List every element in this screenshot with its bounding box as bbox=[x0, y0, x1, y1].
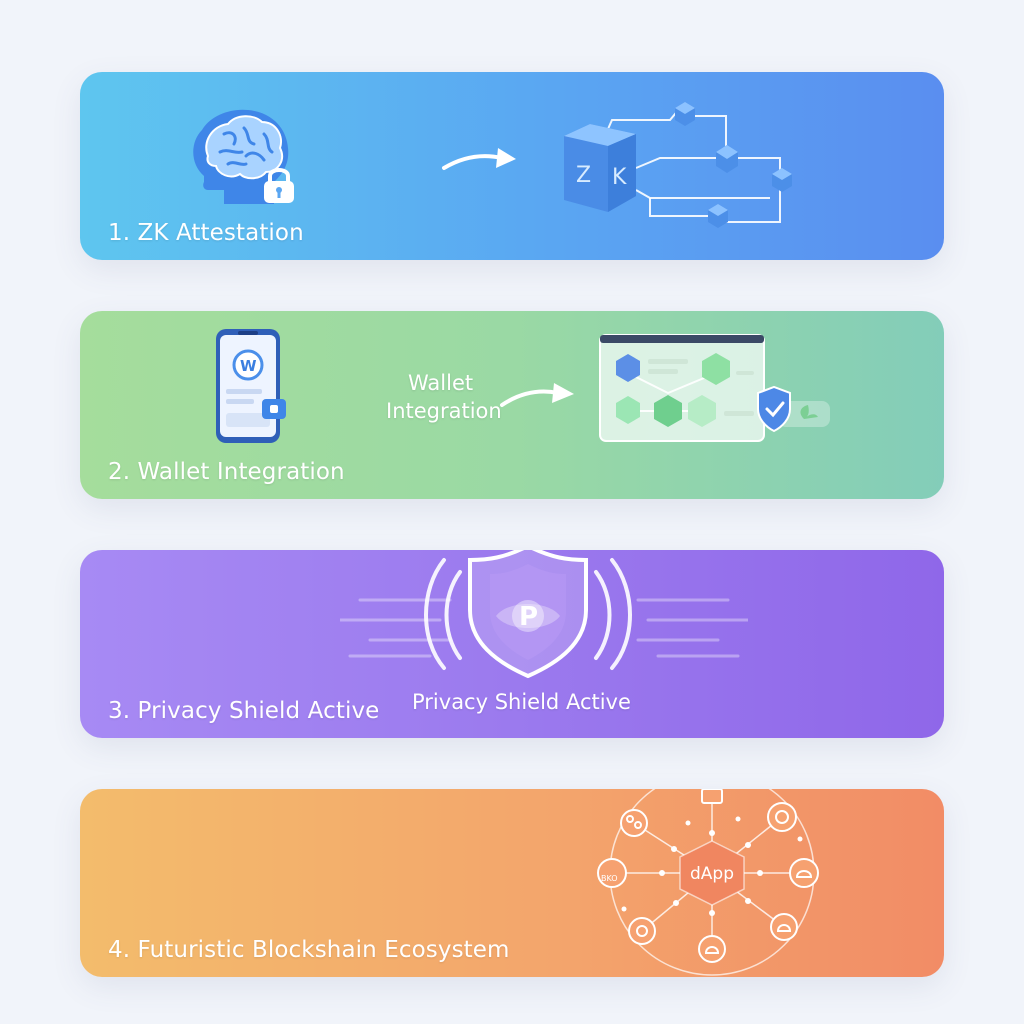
step-label: 1. ZK Attestation bbox=[108, 220, 304, 246]
brain-icon bbox=[193, 109, 289, 204]
motion-lines bbox=[636, 598, 748, 658]
shield-icon bbox=[757, 385, 791, 433]
cube-letter-z: Z bbox=[576, 163, 591, 188]
shield-letter: P bbox=[519, 602, 538, 632]
wallet-flow-label: Wallet Integration bbox=[386, 371, 502, 423]
step-card-blockchain-ecosystem: BKO dApp 4. Futuristic Blockshain Ecosys… bbox=[80, 789, 944, 977]
dashboard-icon bbox=[599, 334, 830, 442]
motion-lines bbox=[340, 598, 452, 658]
step-card-privacy-shield: P Privacy Shield Active 3. Privacy Shiel… bbox=[80, 550, 944, 738]
node-label-bko: BKO bbox=[601, 874, 618, 883]
arrow-icon bbox=[442, 148, 516, 170]
phone-icon: W bbox=[216, 329, 286, 443]
dapp-hub-label: dApp bbox=[690, 864, 734, 884]
arrow-icon bbox=[500, 383, 574, 407]
network-icon: BKO dApp bbox=[597, 789, 819, 976]
shield-caption: Privacy Shield Active bbox=[412, 690, 631, 714]
small-cube-icon bbox=[675, 102, 695, 126]
step-label: 2. Wallet Integration bbox=[108, 459, 345, 485]
lock-icon bbox=[264, 168, 294, 203]
shield-icon: P bbox=[424, 550, 632, 679]
cube-icon: Z K bbox=[564, 102, 792, 228]
wallet-initial: W bbox=[240, 357, 257, 375]
step-label: 4. Futuristic Blockshain Ecosystem bbox=[108, 937, 510, 963]
step-label: 3. Privacy Shield Active bbox=[108, 698, 380, 724]
cube-letter-k: K bbox=[612, 165, 627, 190]
step-card-zk-attestation: Z K 1. ZK Attestation bbox=[80, 72, 944, 260]
step-card-wallet-integration: W Wallet Integration bbox=[80, 311, 944, 499]
